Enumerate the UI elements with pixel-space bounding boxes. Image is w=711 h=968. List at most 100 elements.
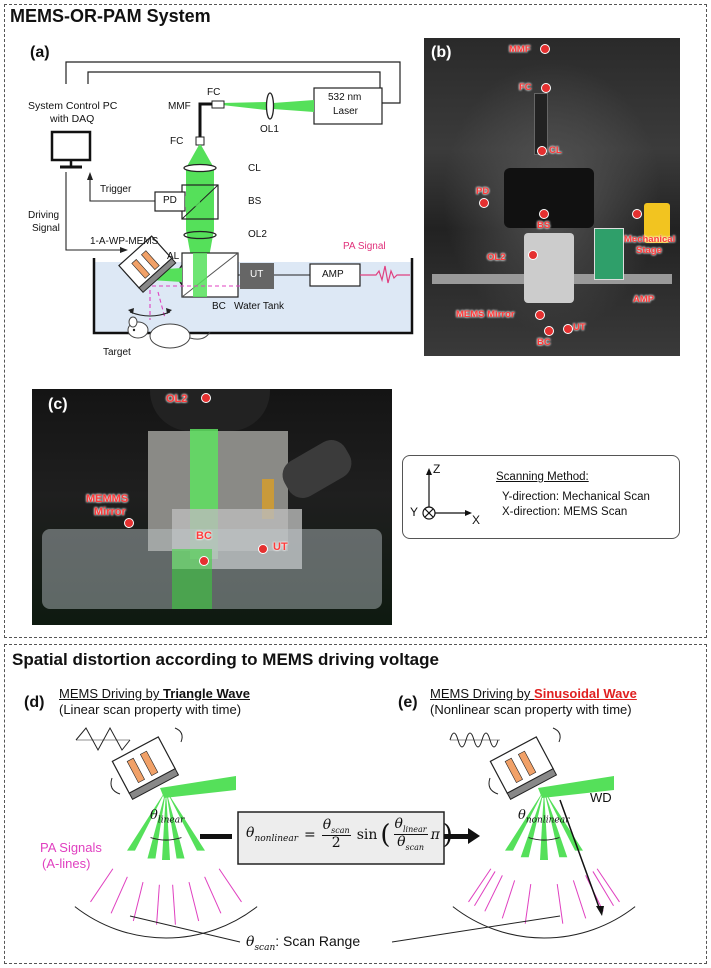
triangle-fan-a-line — [218, 868, 242, 903]
bottom-section-title: Spatial distortion according to MEMS dri… — [12, 650, 439, 669]
scan-range-label: θscan: Scan Range — [246, 933, 361, 953]
panel-e-label: (e) — [398, 694, 418, 711]
marker-fc — [541, 83, 551, 93]
triangle-fan-beam — [162, 790, 170, 860]
photo-b-bs: BS — [537, 220, 551, 231]
pa-signals-label-2: (A-lines) — [42, 856, 91, 871]
marker-cl — [537, 146, 547, 156]
marker-bs — [539, 209, 549, 219]
trigger-label: Trigger — [100, 184, 132, 195]
pc-label: System Control PC — [28, 100, 118, 112]
photo-c-memms: MEMMS — [86, 493, 129, 505]
theta-linear-label: θlinear — [150, 808, 185, 826]
triangle-fan-a-line — [110, 876, 128, 914]
theta-nonlinear-label: θnonlinear — [518, 808, 570, 826]
triangle-fan-beam — [127, 790, 166, 851]
panel-b-label: (b) — [431, 44, 452, 61]
panel-d-heading: MEMS Driving by Triangle Wave — [59, 686, 250, 701]
marker-ol2 — [528, 250, 538, 260]
photo-b-bc: BC — [537, 337, 551, 348]
scan-legend — [402, 455, 680, 539]
panel-d-label: (d) — [24, 694, 45, 711]
cl-label: CL — [248, 163, 261, 174]
top-section-title: MEMS-OR-PAM System — [10, 6, 211, 26]
triangle-fan-beam — [166, 790, 185, 859]
scan-diagrams — [74, 726, 636, 943]
sine-fan-scan-arc — [452, 906, 636, 939]
marker-c-ut — [258, 544, 268, 554]
photo-b-ut: UT — [573, 322, 586, 333]
target-label: Target — [103, 347, 131, 358]
legend-heading: Scanning Method: — [496, 471, 589, 483]
photo-c-mirror: Mirror — [94, 506, 126, 518]
photo-b-cl: CL — [549, 145, 562, 156]
amp-label: AMP — [322, 269, 344, 280]
triangle-fan-a-line — [156, 884, 160, 925]
panel-d-subtitle: (Linear scan property with time) — [59, 702, 242, 717]
pa-signals-label: PA Signals — [40, 840, 102, 855]
top-section-frame — [4, 4, 707, 638]
triangle-fan-beam — [147, 790, 166, 859]
sine-fan-a-line — [524, 884, 532, 924]
al-label: AL — [167, 251, 180, 262]
ut-label: UT — [250, 269, 264, 280]
axes-icon — [422, 468, 472, 520]
bottom-section-frame — [4, 644, 707, 964]
sine-fan-beam — [544, 790, 568, 858]
photo-b-mmf: MMF — [509, 44, 531, 55]
triangle-fan-a-line — [90, 868, 114, 903]
sine-fan-angle-arc — [528, 837, 560, 841]
legend-line-2: X-direction: MEMS Scan — [502, 506, 628, 518]
panel-a-schematic — [50, 61, 414, 349]
photo-b-pd: PD — [476, 186, 490, 197]
marker-mems — [535, 310, 545, 320]
sine-fan-a-line — [484, 875, 503, 912]
axis-z-label: Z — [433, 462, 441, 476]
marker-mmf — [540, 44, 550, 54]
marker-c-ol2 — [201, 393, 211, 403]
photo-b-ol2: OL2 — [487, 252, 506, 263]
pa-signal-label: PA Signal — [343, 241, 386, 252]
marker-pd — [479, 198, 489, 208]
panel-a-label: (a) — [30, 44, 50, 61]
photo-b-mems: MEMS Mirror — [456, 309, 515, 320]
photo-b-fc: FC — [519, 82, 532, 93]
photo-b-mech: Mechanical — [624, 234, 676, 245]
triangle-fan-a-line — [204, 876, 222, 914]
bs-label: BS — [248, 196, 262, 207]
wp-mems-label: 1-A-WP-MEMS — [90, 236, 159, 247]
pd-label: PD — [163, 195, 177, 206]
ol1-label: OL1 — [260, 124, 279, 135]
bc-label: BC — [212, 301, 226, 312]
sine-fan-a-line — [572, 880, 587, 919]
sine-fan-a-line — [474, 871, 496, 906]
sine-fan-a-line — [501, 880, 516, 919]
photo-c-ut: UT — [273, 541, 288, 553]
marker-bc — [544, 326, 554, 336]
sine-fan-beam — [540, 790, 548, 860]
fc-top-label: FC — [207, 87, 221, 98]
photo-c-ol2: OL2 — [166, 393, 188, 405]
sine-fan-a-line — [468, 868, 492, 903]
triangle-fan-a-line — [188, 882, 200, 922]
photo-b-amp: AMP — [633, 294, 655, 305]
legend-line-1: Y-direction: Mechanical Scan — [502, 491, 650, 503]
panel-c-label: (c) — [48, 396, 68, 413]
axis-y-label: Y — [410, 505, 419, 519]
distortion-equation: θnonlinear = θscan 2 sin ( θlinear θscan… — [246, 816, 453, 852]
panel-c-photo — [32, 389, 392, 625]
photo-c-bc: BC — [196, 530, 212, 542]
triangle-fan-scan-arc — [74, 906, 258, 939]
triangle-fan-angle-arc — [150, 837, 182, 841]
driving-label: Driving — [28, 210, 60, 221]
fc-left-label: FC — [170, 136, 184, 147]
triangle-fan-a-line — [132, 882, 144, 922]
marker-mech — [632, 209, 642, 219]
water-tank-label: Water Tank — [234, 301, 285, 312]
axis-x-label: X — [472, 513, 481, 527]
laser-label: 532 nm — [328, 92, 362, 103]
laser-label-2: Laser — [333, 106, 359, 117]
panel-b-photo — [424, 38, 680, 356]
sine-fan-beam — [544, 790, 583, 851]
mmf-label: MMF — [168, 101, 191, 112]
